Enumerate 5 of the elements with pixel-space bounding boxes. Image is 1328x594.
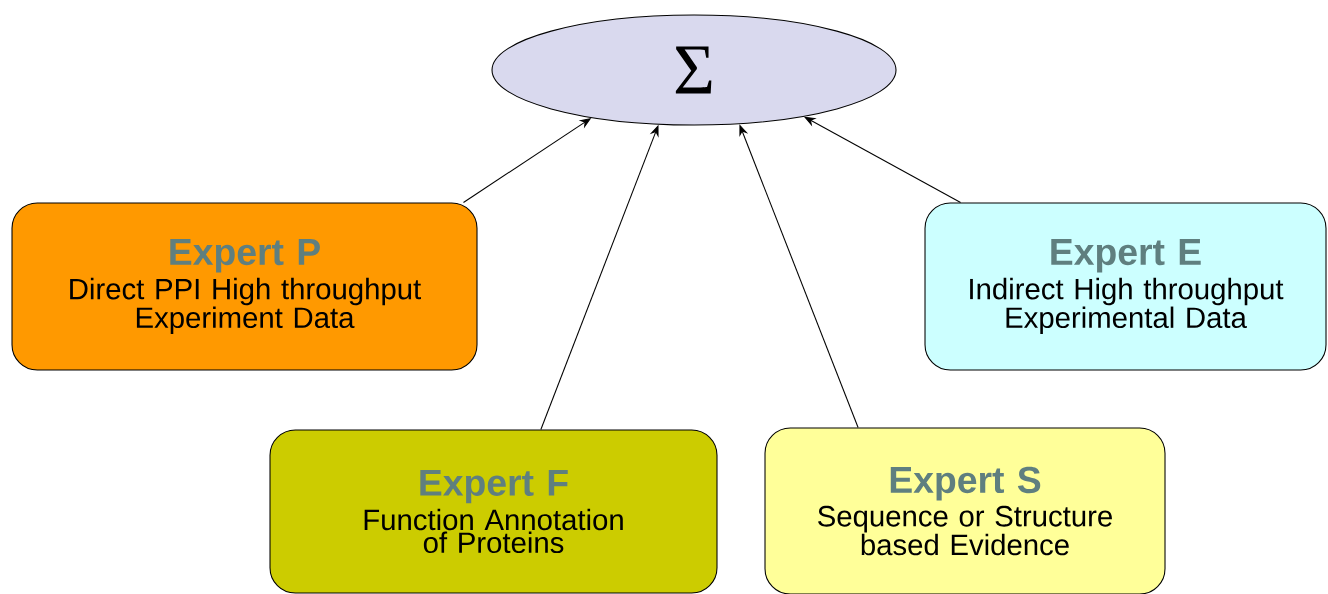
expert-box: Expert E Indirect High throughput Experimental Data (924, 202, 1327, 371)
expert-box: Expert P Direct PPI High throughput Experiment Data (11, 202, 478, 371)
expert-box: Expert S Sequence or Structure based Evidence (764, 427, 1166, 594)
expert-box: Expert F Function Annotation of Proteins (269, 429, 718, 594)
arrow (739, 124, 859, 428)
